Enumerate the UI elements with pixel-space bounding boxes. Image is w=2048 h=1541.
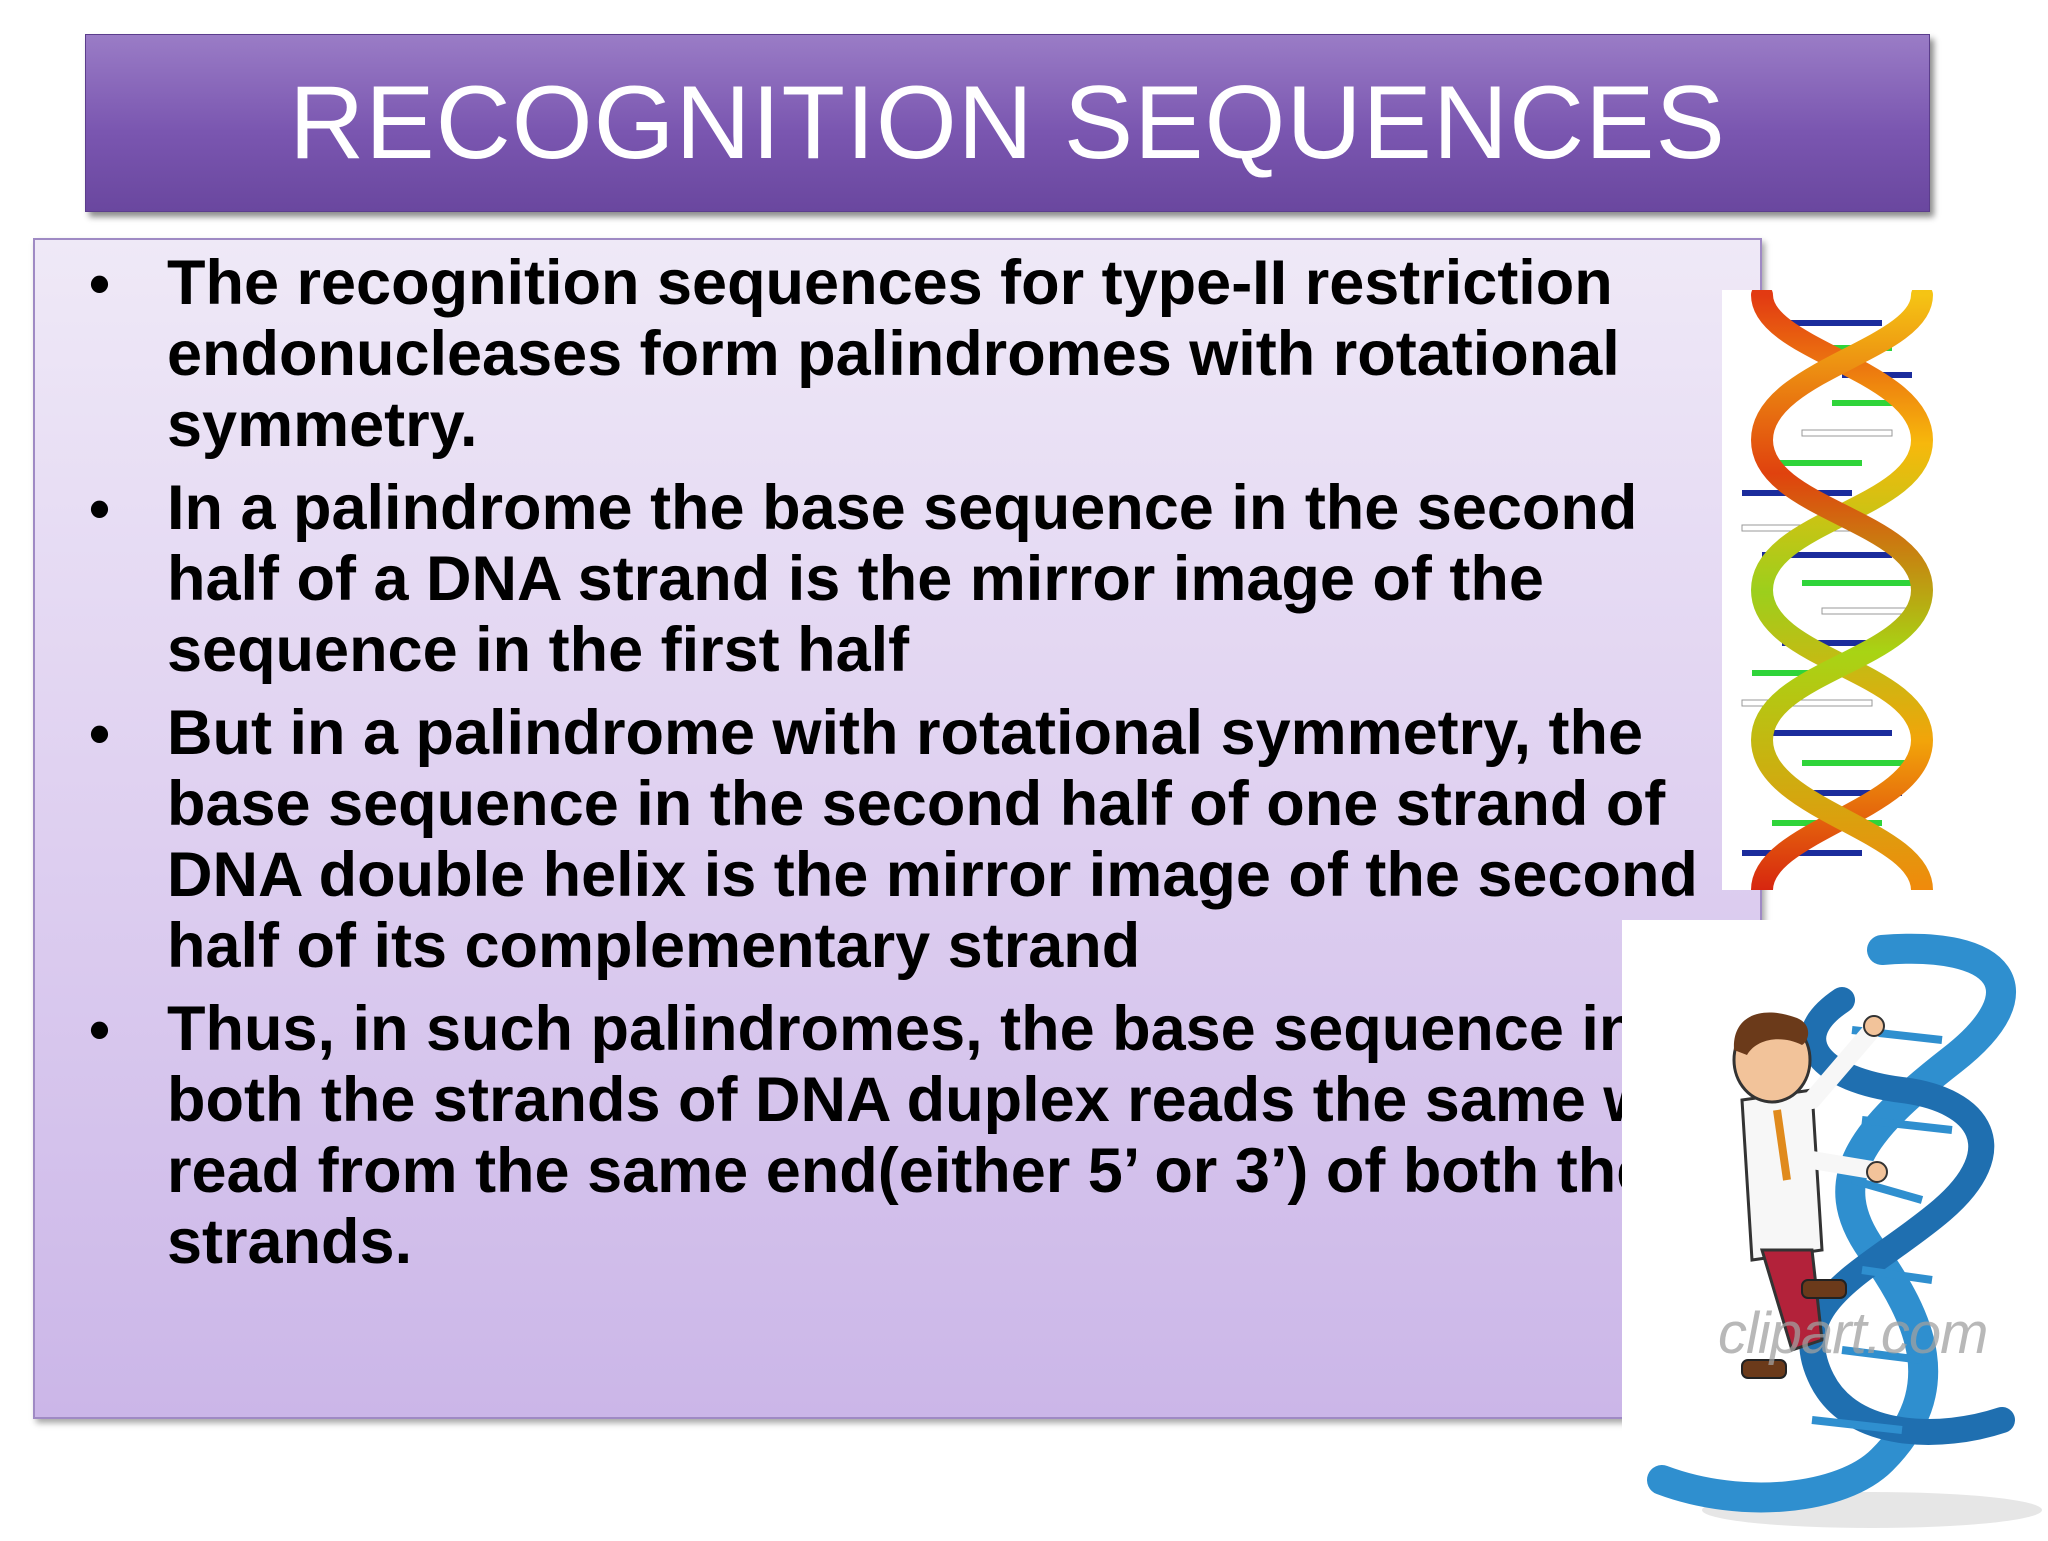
bullet-text: Thus, in such palindromes, the base sequ… — [167, 994, 1765, 1277]
clipart-watermark: clipart.com — [1718, 1301, 1988, 1366]
slide-title: RECOGNITION SEQUENCES — [289, 64, 1726, 181]
scientist-figure — [1732, 1012, 1888, 1379]
bullet-text: In a palindrome the base sequence in the… — [167, 473, 1638, 685]
bullet-marker: • — [89, 475, 111, 542]
dna-helix-image — [1722, 284, 2048, 901]
bullet-marker: • — [89, 250, 111, 317]
bullet-list: • The recognition sequences for type-II … — [75, 248, 1765, 1290]
dna-strand-a — [1750, 284, 1934, 901]
bullet-item: • In a palindrome the base sequence in t… — [75, 473, 1765, 686]
dna-strand-b — [1750, 284, 1934, 901]
bullet-text: The recognition sequences for type-II re… — [167, 248, 1620, 460]
bullet-item: • Thus, in such palindromes, the base se… — [75, 994, 1765, 1278]
bullet-marker: • — [89, 700, 111, 767]
bullet-marker: • — [89, 996, 111, 1063]
bullet-item: • But in a palindrome with rotational sy… — [75, 698, 1765, 982]
content-box: • The recognition sequences for type-II … — [33, 238, 1765, 1419]
bullet-item: • The recognition sequences for type-II … — [75, 248, 1765, 461]
title-bar: RECOGNITION SEQUENCES — [85, 34, 1930, 212]
scientist-climbing-dna-icon — [1647, 933, 2042, 1528]
scientist-image: clipart.com — [1622, 920, 2048, 1536]
blue-helix — [1647, 933, 2016, 1513]
bullet-text: But in a palindrome with rotational symm… — [167, 698, 1698, 981]
dna-double-helix-icon — [1741, 284, 1934, 901]
